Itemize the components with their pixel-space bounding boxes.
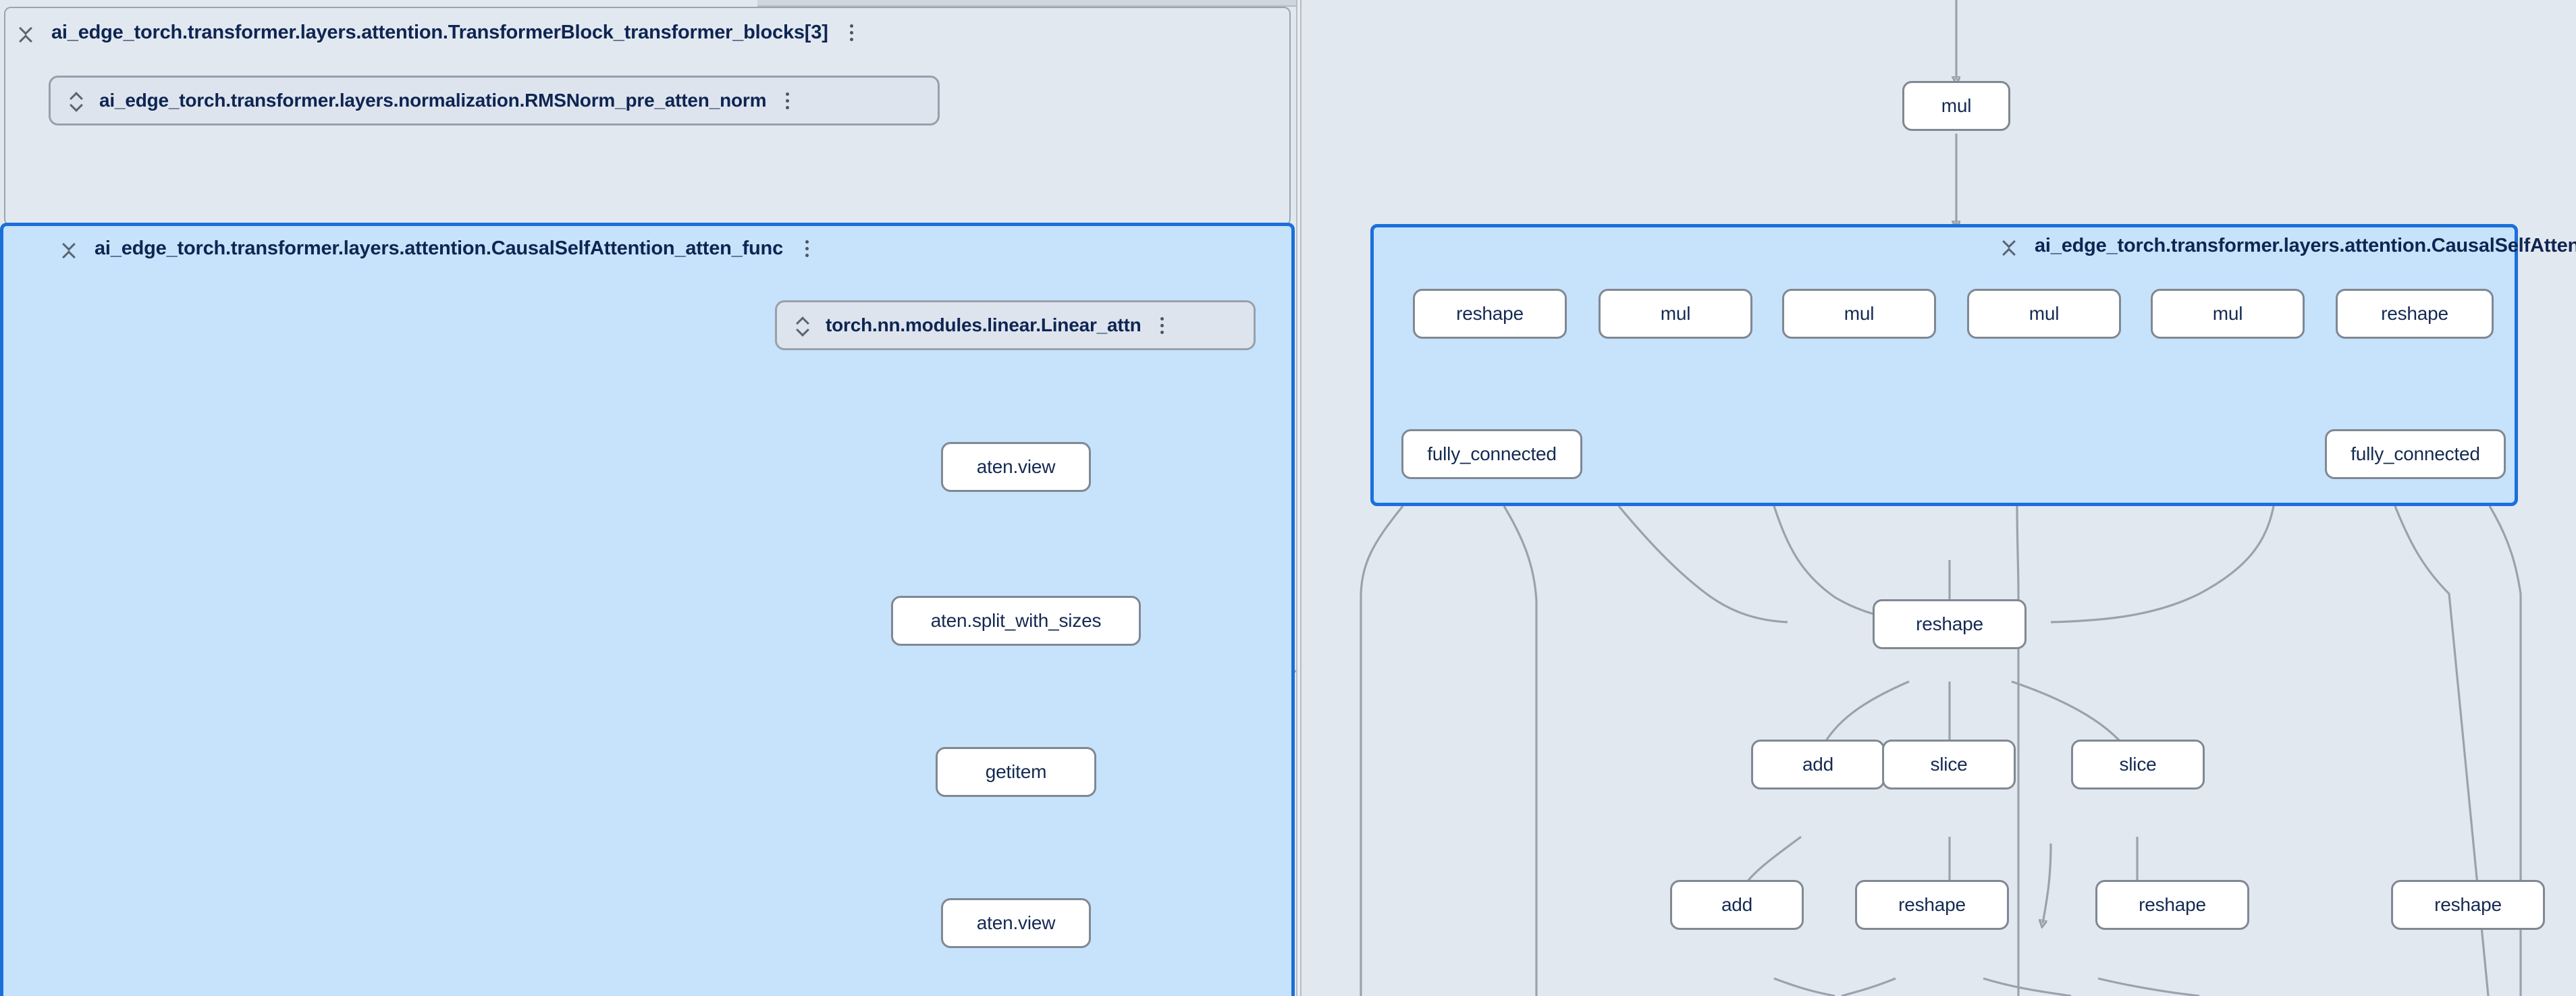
node-reshape-f-label: reshape <box>2434 894 2502 915</box>
node-aten-view-2-label: aten.view <box>976 912 1056 933</box>
node-mul-2-label: mul <box>1844 303 1875 324</box>
node-aten-view-1[interactable]: aten.view <box>941 442 1091 492</box>
graph-panel-right[interactable]: mul ai_edge_torch.transformer.layers.att… <box>1302 0 2576 996</box>
node-getitem-label: getitem <box>985 761 1047 782</box>
node-mul-top-label: mul <box>1941 95 1972 116</box>
expand-collapse-chevrons-icon[interactable] <box>67 87 84 114</box>
node-fully-connected-2[interactable]: fully_connected <box>2325 429 2506 479</box>
node-aten-split-with-sizes[interactable]: aten.split_with_sizes <box>891 596 1141 646</box>
horizontal-scrollbar[interactable] <box>757 0 1296 7</box>
kebab-menu-icon[interactable] <box>1156 312 1169 338</box>
node-slice-2[interactable]: slice <box>2071 740 2205 790</box>
node-linear-attn[interactable]: torch.nn.modules.linear.Linear_attn <box>775 300 1256 350</box>
node-fully-connected-1-label: fully_connected <box>1427 443 1557 464</box>
collapse-chevrons-icon[interactable] <box>59 235 77 262</box>
node-mul-4-label: mul <box>2212 303 2243 324</box>
node-fully-connected-1[interactable]: fully_connected <box>1401 429 1582 479</box>
group-causal-self-attention-left-header[interactable]: ai_edge_torch.transformer.layers.attenti… <box>59 235 813 262</box>
node-reshape-e-label: reshape <box>2139 894 2206 915</box>
collapse-chevrons-icon[interactable] <box>2000 232 2017 259</box>
collapse-chevrons-icon[interactable] <box>16 19 34 46</box>
kebab-menu-icon[interactable] <box>801 236 813 261</box>
group-causal-self-attention-right-title: ai_edge_torch.transformer.layers.attenti… <box>2035 234 2576 256</box>
node-reshape-b-label: reshape <box>2381 303 2448 324</box>
node-mul-top[interactable]: mul <box>1902 81 2010 131</box>
kebab-menu-icon[interactable] <box>781 88 793 113</box>
node-mul-4[interactable]: mul <box>2151 289 2305 339</box>
node-aten-view-1-label: aten.view <box>976 456 1056 477</box>
group-transformer-block-title: ai_edge_torch.transformer.layers.attenti… <box>51 21 828 43</box>
node-reshape-b[interactable]: reshape <box>2336 289 2494 339</box>
node-add-2[interactable]: add <box>1670 880 1804 930</box>
node-add-1-label: add <box>1802 754 1834 775</box>
node-slice-1-label: slice <box>1930 754 1968 775</box>
panel-divider[interactable] <box>1296 0 1302 996</box>
kebab-menu-icon[interactable] <box>846 20 858 45</box>
node-aten-split-with-sizes-label: aten.split_with_sizes <box>930 610 1102 631</box>
node-mul-1[interactable]: mul <box>1599 289 1752 339</box>
node-mul-3-label: mul <box>2029 303 2060 324</box>
node-rmsnorm-label: ai_edge_torch.transformer.layers.normali… <box>99 90 767 111</box>
expand-collapse-chevrons-icon[interactable] <box>793 312 811 339</box>
node-getitem[interactable]: getitem <box>936 747 1096 797</box>
node-add-2-label: add <box>1721 894 1753 915</box>
node-reshape-a[interactable]: reshape <box>1413 289 1567 339</box>
node-reshape-d[interactable]: reshape <box>1855 880 2009 930</box>
node-add-1[interactable]: add <box>1751 740 1885 790</box>
node-reshape-d-label: reshape <box>1898 894 1966 915</box>
node-fully-connected-2-label: fully_connected <box>2351 443 2480 464</box>
node-mul-2[interactable]: mul <box>1782 289 1936 339</box>
node-mul-3[interactable]: mul <box>1967 289 2121 339</box>
group-causal-self-attention-left-title: ai_edge_torch.transformer.layers.attenti… <box>95 237 783 259</box>
node-reshape-e[interactable]: reshape <box>2095 880 2249 930</box>
graph-panel-left[interactable]: ai_edge_torch.transformer.layers.attenti… <box>0 0 1296 996</box>
node-aten-view-2[interactable]: aten.view <box>941 898 1091 948</box>
node-slice-2-label: slice <box>2119 754 2157 775</box>
node-reshape-c-label: reshape <box>1916 613 1983 634</box>
node-rmsnorm-pre-atten-norm[interactable]: ai_edge_torch.transformer.layers.normali… <box>49 76 940 126</box>
group-transformer-block-header[interactable]: ai_edge_torch.transformer.layers.attenti… <box>16 19 858 46</box>
node-mul-1-label: mul <box>1660 303 1691 324</box>
group-causal-self-attention-right-header[interactable]: ai_edge_torch.transformer.layers.attenti… <box>2000 232 2576 259</box>
node-reshape-f[interactable]: reshape <box>2391 880 2545 930</box>
node-linear-attn-label: torch.nn.modules.linear.Linear_attn <box>826 314 1142 335</box>
node-slice-1[interactable]: slice <box>1882 740 2016 790</box>
node-reshape-c[interactable]: reshape <box>1873 599 2027 649</box>
node-reshape-a-label: reshape <box>1456 303 1524 324</box>
